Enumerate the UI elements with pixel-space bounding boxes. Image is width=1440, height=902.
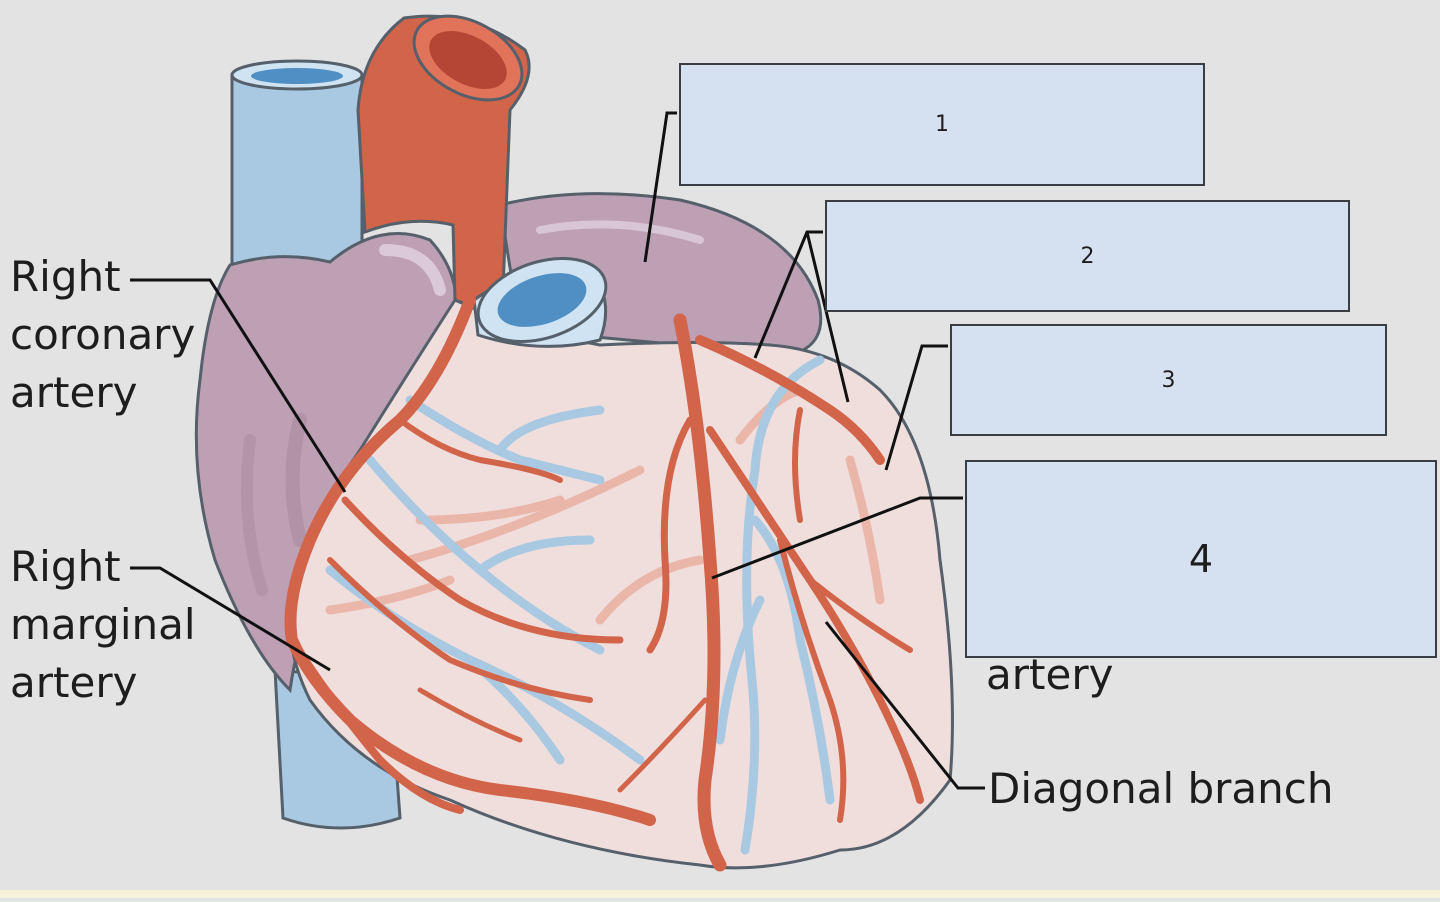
leader-line-right-marginal — [130, 566, 331, 672]
aorta — [356, 14, 531, 305]
leader-line-2 — [753, 230, 850, 403]
answer-box-4[interactable]: 4 — [965, 460, 1437, 658]
leader-line-right-coronary — [130, 278, 347, 493]
answer-box-4-number: 4 — [1188, 537, 1214, 581]
answer-box-1-number: 1 — [935, 112, 949, 137]
leader-line-diagonal — [824, 621, 985, 790]
anterior-descending-path — [673, 313, 727, 872]
label-artery-partial: artery — [986, 650, 1114, 699]
answer-box-2-number: 2 — [1080, 243, 1095, 269]
pulmonary-trunk — [472, 257, 608, 348]
answer-box-2[interactable]: 2 — [825, 200, 1350, 312]
bottom-strip — [0, 890, 1440, 898]
label-diagonal-branch: Diagonal branch — [988, 764, 1334, 813]
label-right-coronary-artery: Right coronary artery — [10, 252, 196, 417]
answer-box-3[interactable]: 3 — [950, 324, 1387, 436]
leader-line-3 — [884, 344, 948, 471]
answer-box-1[interactable]: 1 — [679, 63, 1205, 186]
answer-box-3-number: 3 — [1161, 367, 1176, 393]
leader-line-1 — [643, 111, 677, 263]
leader-line-4 — [711, 496, 963, 580]
label-right-marginal-artery: Right marginal artery — [10, 542, 196, 707]
